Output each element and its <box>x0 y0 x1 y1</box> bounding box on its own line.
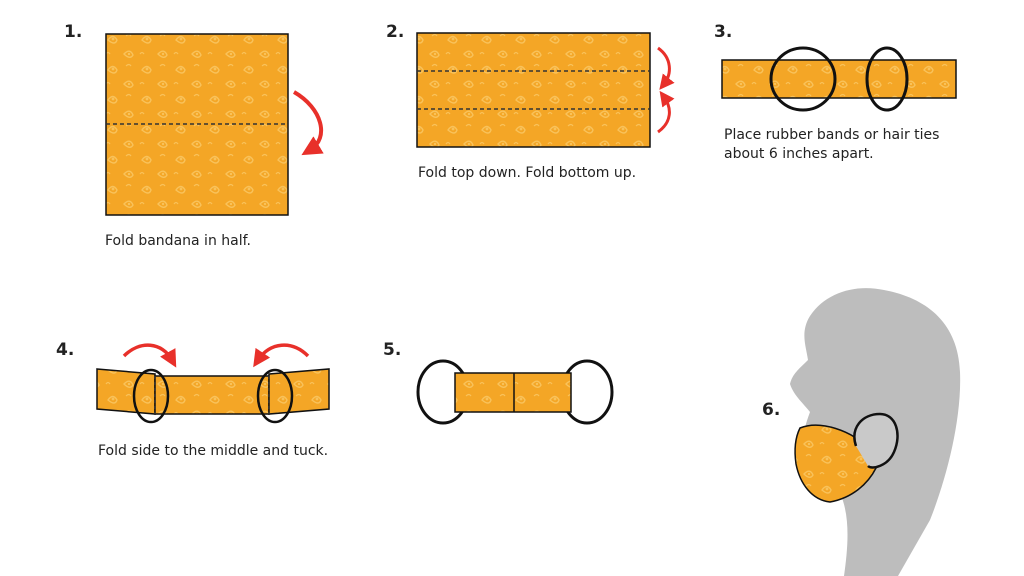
step-3-rubber-band-right-icon <box>865 46 909 112</box>
step-1-bandana-square <box>105 33 289 216</box>
step-4-rubber-band-right-icon <box>256 368 294 424</box>
step-3-caption-line-1: Place rubber bands or hair ties <box>724 127 940 143</box>
step-3-caption: Place rubber bands or hair ties about 6 … <box>724 126 939 164</box>
step-4-fold-arrow-right-icon <box>253 343 310 368</box>
step-6-number: 6. <box>762 400 781 420</box>
step-3-caption-line-2: about 6 inches apart. <box>724 146 874 162</box>
step-1-fold-arrow-icon <box>292 90 324 156</box>
step-2-caption: Fold top down. Fold bottom up. <box>418 165 637 181</box>
step-4-fold-arrow-left-icon <box>122 343 177 368</box>
step-4-number: 4. <box>56 340 75 360</box>
step-5-finished-mask <box>454 372 572 413</box>
step-2-bandana-folds <box>416 32 651 148</box>
step-4-strip-with-bands <box>96 368 330 415</box>
step-3-rubber-band-left-icon <box>769 46 837 112</box>
step-4-rubber-band-left-icon <box>132 368 170 424</box>
step-5-number: 5. <box>383 340 402 360</box>
step-4-caption: Fold side to the middle and tuck. <box>98 443 329 459</box>
step-2-fold-down-arrow-icon <box>657 46 675 90</box>
step-2-fold-up-arrow-icon <box>657 90 675 134</box>
step-3-number: 3. <box>714 22 733 42</box>
step-6-ear-loop-icon <box>853 412 899 469</box>
step-2-number: 2. <box>386 22 405 42</box>
step-1-caption: Fold bandana in half. <box>105 233 251 249</box>
step-3-folded-strip <box>721 59 957 99</box>
step-1-number: 1. <box>64 22 83 42</box>
